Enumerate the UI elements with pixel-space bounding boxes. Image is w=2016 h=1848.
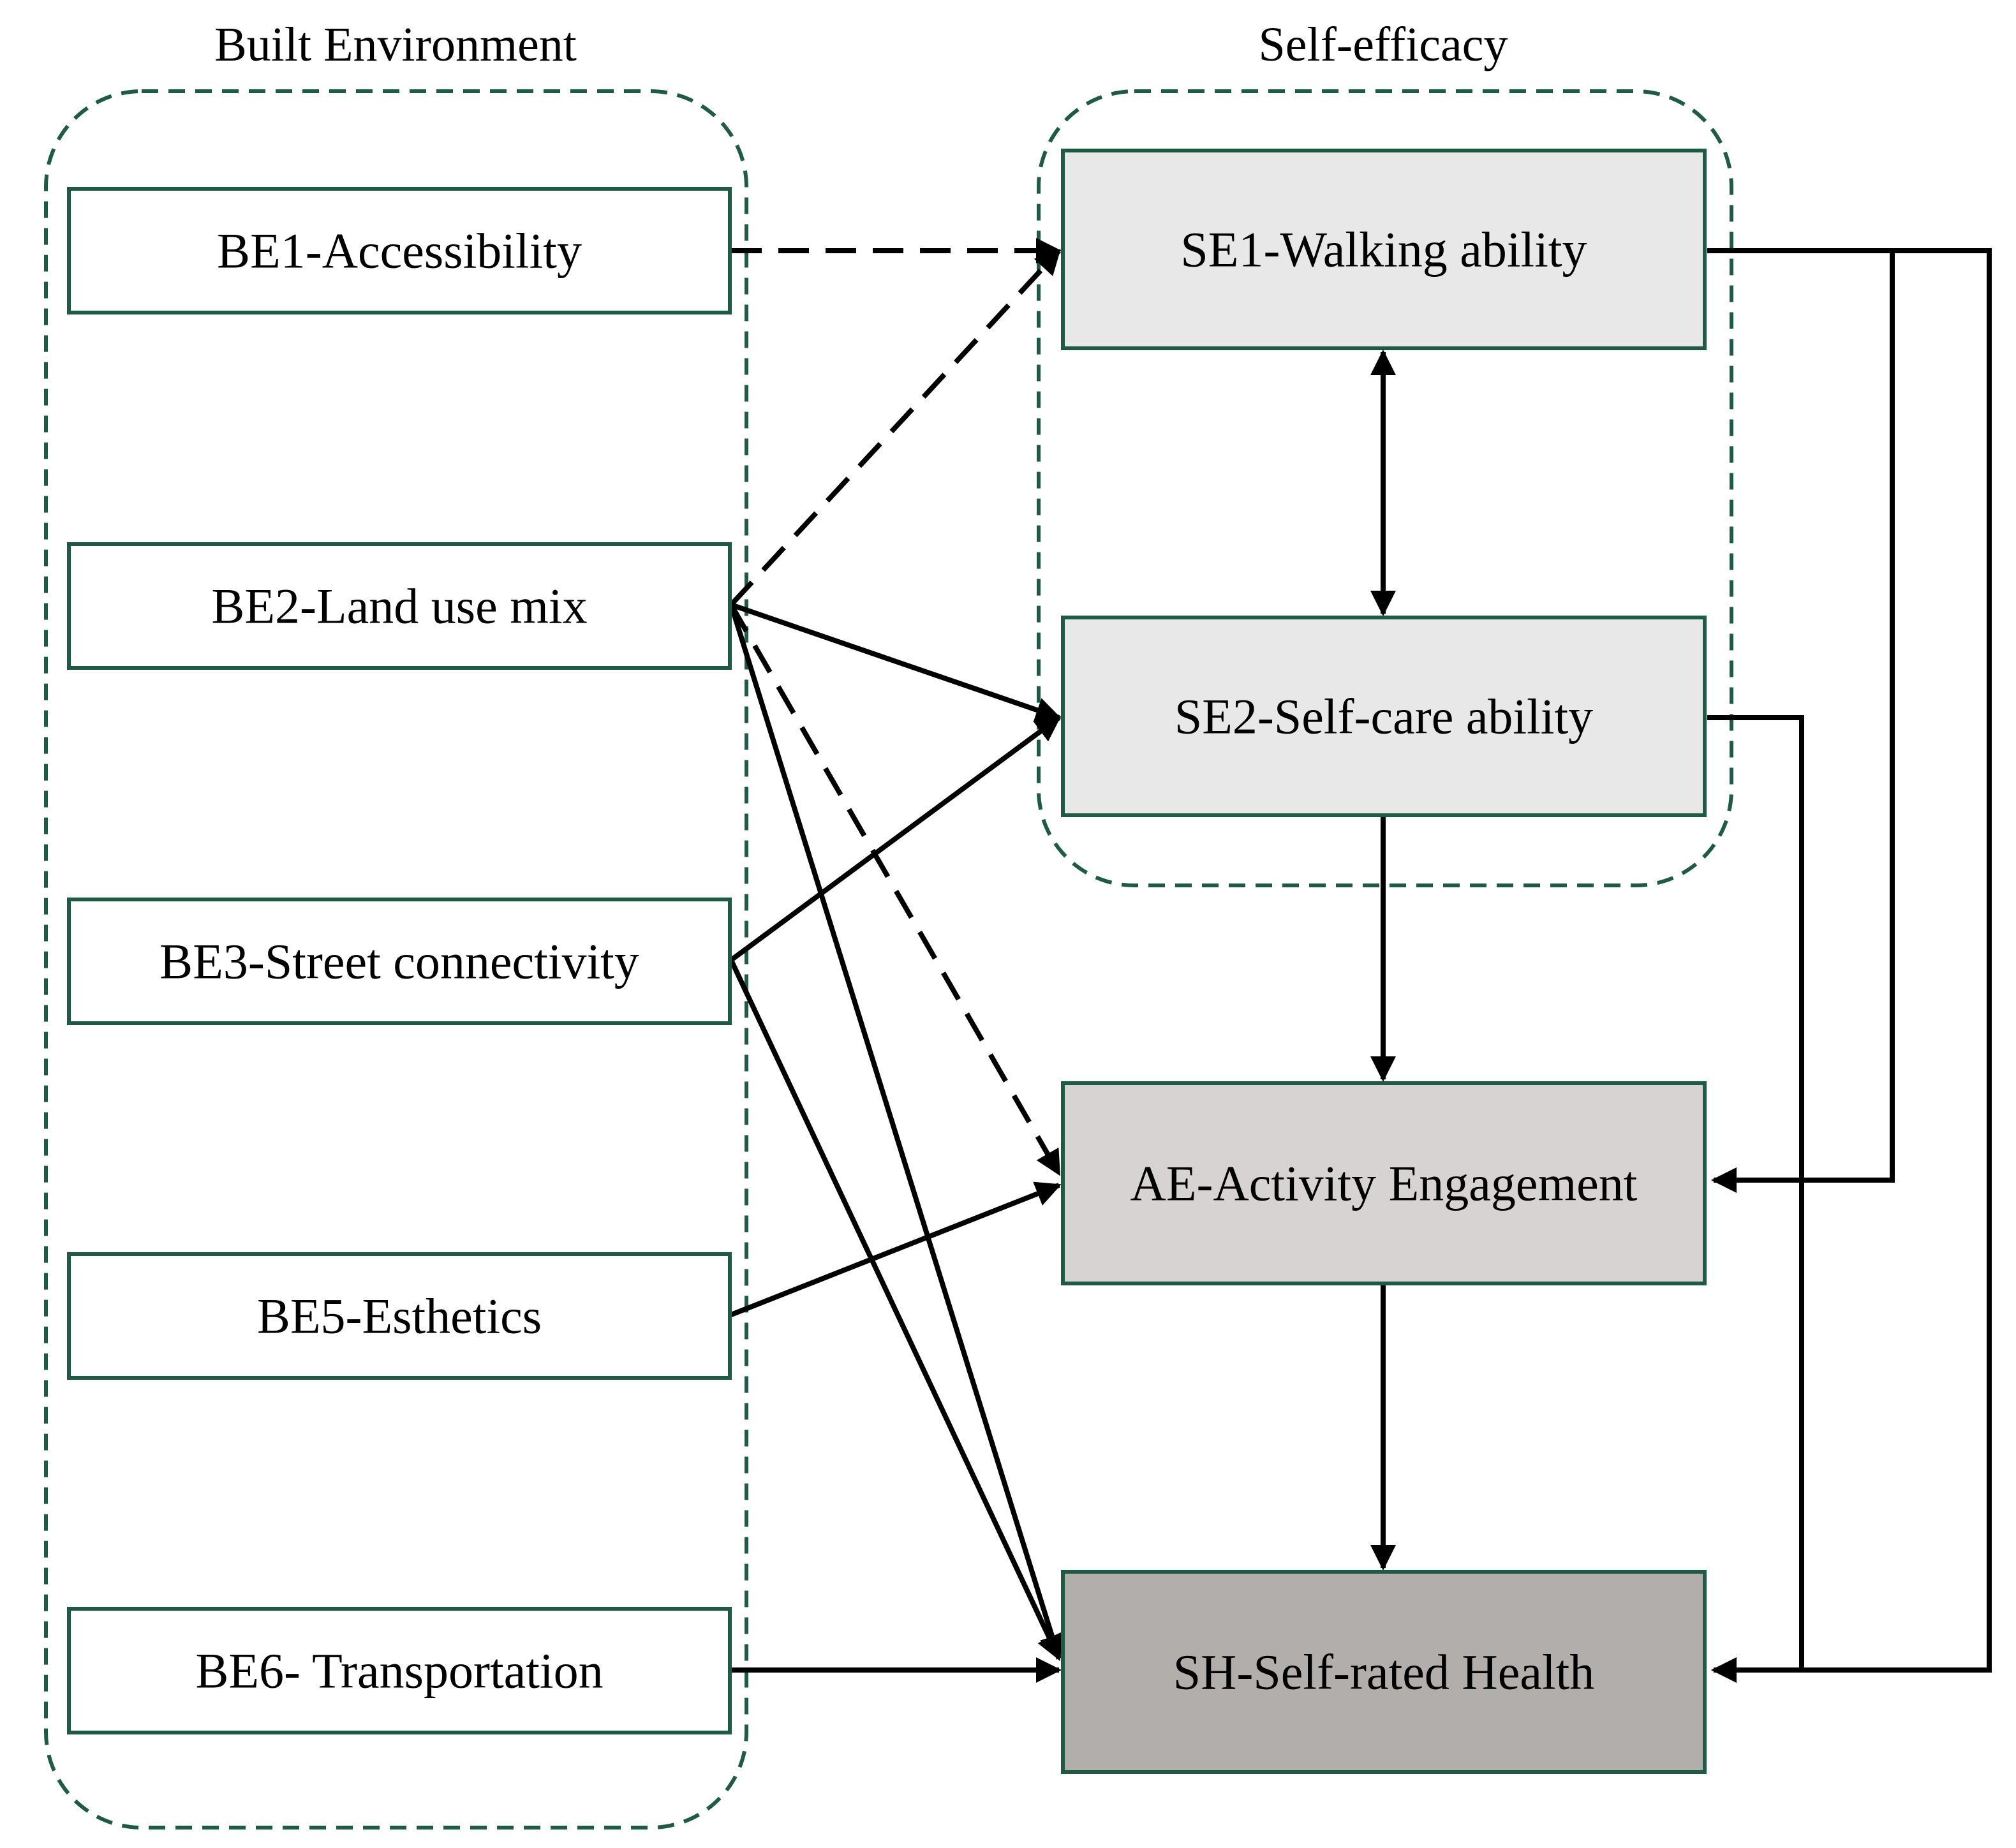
node-sh-box	[1061, 1570, 1707, 1774]
built-environment-group-frame	[44, 89, 748, 1830]
edge-be2-se2	[730, 602, 1062, 723]
node-be5-box	[67, 1252, 732, 1380]
edge-be2-sh	[729, 603, 1065, 1661]
node-se1: SE1-Walking ability	[1061, 149, 1707, 350]
node-se2-label: SE2-Self-care ability	[1175, 689, 1593, 744]
node-be5: BE5-Esthetics	[67, 1252, 732, 1380]
edge-be3-se2	[729, 715, 1062, 963]
node-be3-box	[67, 898, 732, 1025]
node-be2: BE2-Land use mix	[67, 542, 732, 670]
node-be6: BE6- Transportation	[67, 1607, 732, 1734]
edge-se2-sh	[1707, 715, 1804, 1683]
edge-be5-ae	[730, 1181, 1062, 1317]
self-efficacy-group-frame	[1037, 89, 1733, 887]
node-be6-label: BE6- Transportation	[195, 1643, 603, 1699]
node-ae: AE-Activity Engagement	[1061, 1081, 1707, 1285]
self-efficacy-title: Self-efficacy	[1258, 18, 1508, 71]
node-ae-box	[1061, 1081, 1707, 1285]
node-se1-box	[1061, 149, 1707, 350]
node-se2: SE2-Self-care ability	[1061, 616, 1707, 817]
node-ae-label: AE-Activity Engagement	[1130, 1156, 1638, 1211]
node-be2-box	[67, 542, 732, 670]
node-be1: BE1-Accessibility	[67, 187, 732, 314]
node-se1-label: SE1-Walking ability	[1180, 222, 1587, 277]
node-be1-label: BE1-Accessibility	[217, 223, 582, 279]
edge-be3-sh	[729, 959, 1062, 1661]
node-be5-label: BE5-Esthetics	[257, 1289, 542, 1344]
node-sh: SH-Self-rated Health	[1061, 1570, 1707, 1774]
built-environment-title: Built Environment	[214, 18, 577, 71]
edge-be2-se1	[729, 249, 1061, 607]
node-be3: BE3-Street connectivity	[67, 898, 732, 1025]
edge-se1-sh	[1711, 248, 1992, 1683]
node-be1-box	[67, 187, 732, 314]
node-sh-label: SH-Self-rated Health	[1173, 1645, 1595, 1700]
node-be3-label: BE3-Street connectivity	[159, 934, 639, 989]
edges	[729, 238, 1992, 1683]
node-be6-box	[67, 1607, 732, 1734]
edge-be2-ae	[729, 603, 1062, 1176]
node-se2-box	[1061, 616, 1707, 817]
node-be2-label: BE2-Land use mix	[211, 579, 587, 634]
